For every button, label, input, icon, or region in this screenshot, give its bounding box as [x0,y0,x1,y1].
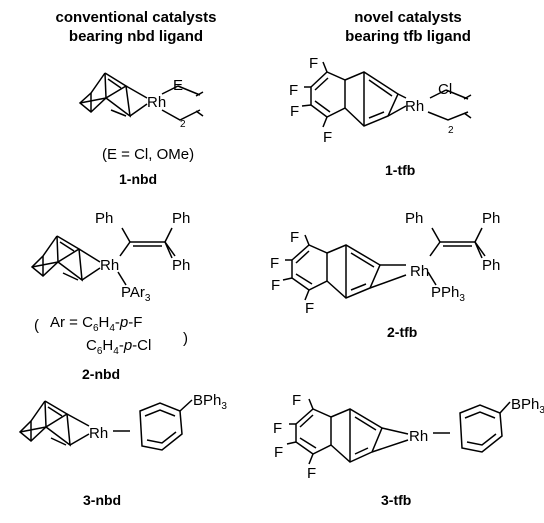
fluorine-9: F [292,392,301,409]
fluorine-1: F [309,55,318,72]
label-3-tfb: 3-tfb [381,492,411,508]
metal-rh-3-nbd: Rh [89,425,108,442]
fluorine-10: F [273,420,282,437]
fluorine-11: F [274,444,283,461]
nbd-ligand-1 [78,72,204,121]
bridge-atom-e: E [173,77,183,94]
structure-2-nbd: Ph Ph Ph Rh PAr3 ( Ar = C6H4-p-F C6H4-p-… [30,210,190,382]
header-left-line2: bearing nbd ligand [68,28,204,45]
fluorine-2: F [289,82,298,99]
fluorine-7: F [271,277,280,294]
fluorine-12: F [307,465,316,482]
label-2-nbd: 2-nbd [82,366,120,382]
header-novel-catalysts: novel catalysts bearing tfb ligand [272,8,544,46]
label-3-nbd: 3-nbd [83,492,121,508]
structure-1-nbd: Rh E 2 (E = Cl, OMe) 1-nbd [78,72,204,187]
subscript-1-tfb: 2 [448,125,454,136]
header-right-line2: bearing tfb ligand [345,28,471,45]
fluorine-3: F [290,103,299,120]
metal-rh-2-nbd: Rh [100,257,119,274]
metal-rh-2-tfb: Rh [410,263,429,280]
structure-3-nbd: Rh BPh3 3-nbd [18,392,227,508]
ligand-pph3: PPh3 [431,284,465,304]
fluorine-4: F [323,129,332,146]
label-2-tfb: 2-tfb [387,324,417,340]
metal-rh-1-nbd: Rh [147,94,166,111]
metal-rh-1-tfb: Rh [405,98,424,115]
borate-bph3-nbd: BPh3 [193,392,227,412]
header-left-line1: conventional catalysts [55,9,217,26]
borate-bph3-tfb: BPh3 [511,396,544,416]
metal-rh-3-tfb: Rh [409,428,428,445]
fluorine-5: F [290,229,299,246]
ligand-par3: PAr3 [121,284,151,304]
phenyl-2: Ph [172,210,190,227]
header-conventional-catalysts: conventional catalysts bearing nbd ligan… [0,8,272,46]
tfb-ligand-3 [286,398,511,465]
fluorine-6: F [270,255,279,272]
bridge-atom-cl: Cl [438,81,452,98]
ar-definition-line2: C6H4-p-Cl [86,337,151,357]
nbd-ligand-3 [18,399,193,451]
tfb-ligand-2 [282,227,486,301]
ar-definition-line1: Ar = C6H4-p-F [50,314,142,334]
nbd-ligand-2 [30,227,176,286]
phenyl-6: Ph [482,257,500,274]
label-1-tfb: 1-tfb [385,162,415,178]
tfb-ligand-1 [301,61,472,128]
structure-3-tfb: F F F F Rh BPh3 3-tfb [273,392,544,508]
phenyl-4: Ph [405,210,423,227]
structure-1-tfb: F F F F Rh Cl 2 1-tfb [289,55,472,178]
paren-open: ( [34,317,39,334]
phenyl-5: Ph [482,210,500,227]
phenyl-1: Ph [95,210,113,227]
phenyl-3: Ph [172,257,190,274]
label-1-nbd: 1-nbd [119,171,157,187]
fluorine-8: F [305,300,314,317]
structure-2-tfb: F F F F Ph Ph Ph Rh PPh3 2-tfb [270,210,500,340]
paren-close: ) [183,330,188,347]
note-e-definition: (E = Cl, OMe) [102,146,194,163]
header-right-line1: novel catalysts [354,9,462,26]
subscript-1-nbd: 2 [180,119,186,130]
